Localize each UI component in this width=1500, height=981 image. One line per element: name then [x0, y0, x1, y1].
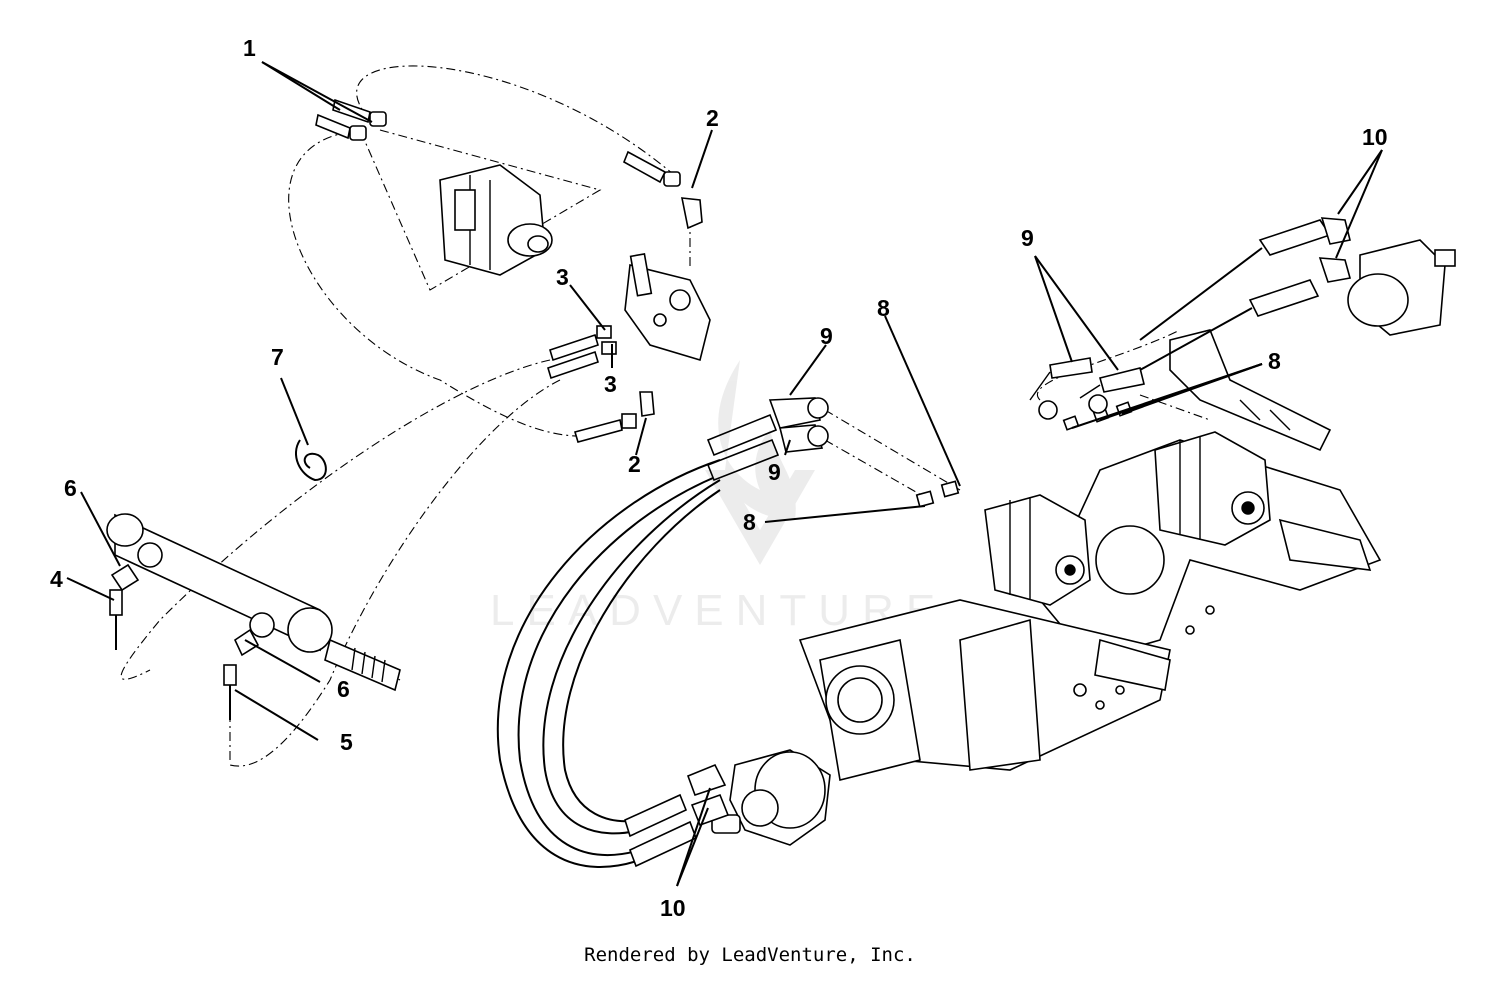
callout-10-top: 10 — [1362, 124, 1388, 150]
callout-9-center: 9 — [820, 323, 833, 349]
callout-9-lower: 9 — [768, 459, 781, 485]
callout-7: 7 — [271, 344, 284, 370]
callout-6-top: 6 — [64, 475, 77, 501]
callout-8-center: 8 — [877, 295, 890, 321]
callout-8-left: 8 — [743, 509, 756, 535]
main-hoses — [496, 459, 721, 868]
callouts: 1 2 2 3 3 4 5 6 6 7 8 8 8 9 9 9 10 10 — [50, 35, 1388, 921]
callout-5: 5 — [340, 729, 353, 755]
steering-cylinder — [106, 513, 401, 692]
wheel-motor-left — [624, 749, 831, 868]
wheel-motor-right — [1139, 217, 1456, 371]
control-valve — [624, 252, 711, 362]
callout-10-bottom: 10 — [660, 895, 686, 921]
callout-4: 4 — [50, 566, 63, 592]
callout-6-bottom: 6 — [337, 676, 350, 702]
hose-clamp — [295, 439, 327, 482]
watermark-logo — [705, 360, 815, 565]
hose-ends-item9 — [706, 397, 829, 482]
callout-2-top: 2 — [706, 105, 719, 131]
leader-lines — [66, 61, 1383, 887]
upper-pump — [439, 164, 553, 276]
callout-3-bottom: 3 — [604, 371, 617, 397]
callout-9-right: 9 — [1021, 225, 1034, 251]
footer-credit: Rendered by LeadVenture, Inc. — [584, 944, 916, 966]
chassis-frame — [798, 329, 1382, 781]
drive-pump-right — [1154, 431, 1271, 546]
callout-2-bottom: 2 — [628, 451, 641, 477]
cylinder-fittings — [109, 563, 260, 720]
hose-ends-item3 — [547, 325, 655, 443]
callout-8-right: 8 — [1268, 348, 1281, 374]
callout-1: 1 — [243, 35, 256, 61]
callout-3-top: 3 — [556, 264, 569, 290]
drive-pump-left — [984, 494, 1091, 606]
hose-ends-item9-right — [1029, 357, 1145, 420]
